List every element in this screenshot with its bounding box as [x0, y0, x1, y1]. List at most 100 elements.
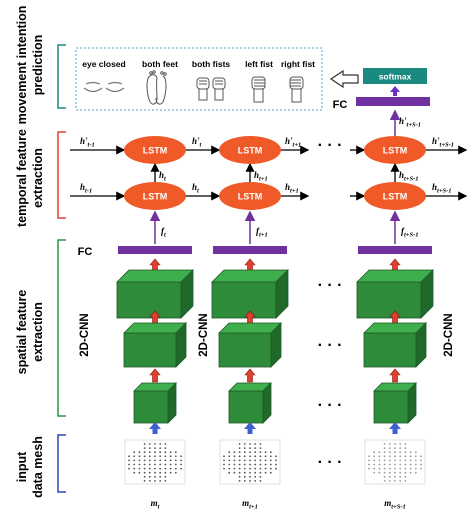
mesh-point: [383, 443, 386, 445]
label-h-up-1-sub: t+1: [259, 176, 268, 183]
mesh-point: [148, 463, 151, 466]
mesh-point: [409, 463, 412, 466]
mesh-point: [404, 463, 407, 466]
lstm-cell-bottom-0: LSTM: [124, 182, 186, 210]
left-fist-icon: [251, 76, 266, 103]
cnn-front: [116, 281, 182, 319]
label-out-h-0-base: h: [192, 182, 197, 192]
mesh-point: [388, 471, 391, 474]
mesh-point: [378, 451, 381, 454]
mesh-point: [383, 455, 386, 458]
mesh-point: [269, 455, 272, 458]
mesh-point: [378, 463, 381, 466]
mesh-point: [388, 459, 391, 462]
fc-label: FC: [78, 246, 93, 258]
mesh-point: [159, 463, 162, 466]
cnn-side: [275, 269, 289, 319]
cnn-block-medium-1: [218, 322, 282, 368]
mesh-point: [259, 455, 262, 458]
mesh-point: [383, 463, 386, 466]
label-out-h-prime-1-sub: t+1: [293, 142, 302, 149]
mesh-point: [249, 447, 251, 449]
mesh-point: [254, 475, 257, 478]
section-label-prediction: movement intention prediction: [15, 6, 45, 125]
mesh-point: [164, 475, 167, 478]
mesh-point: [264, 467, 267, 470]
prediction-label-line1: movement intention: [15, 6, 29, 125]
mesh-point: [269, 451, 272, 454]
mesh-point: [159, 480, 162, 482]
mesh-point: [383, 475, 386, 478]
fc-bar-1: [213, 246, 287, 254]
label-h-prime-up-2: h't+S-1: [399, 116, 421, 129]
mesh-point: [264, 459, 267, 462]
mesh-point: [243, 480, 246, 482]
bracket-prediction: [57, 44, 66, 109]
lstm-label: LSTM: [238, 192, 263, 202]
mesh-point: [138, 467, 141, 470]
label-f-1: ft+1: [256, 226, 268, 239]
mesh-point: [383, 451, 386, 454]
mesh-point: [259, 451, 262, 454]
mesh-point: [388, 475, 391, 478]
label-h-up-2-sub: t+S-1: [404, 176, 419, 183]
output-hollow-arrow: [329, 69, 359, 89]
label-f-0: ft: [161, 226, 166, 239]
label-out-h-prime-2-sub: t+S-1: [440, 142, 455, 149]
mesh-point: [414, 451, 417, 454]
fc-top-bar: [356, 97, 430, 106]
lstm-ellipse: [219, 136, 281, 164]
cnn-side: [270, 322, 282, 368]
cnn-front: [373, 390, 409, 424]
mesh-point: [174, 467, 177, 470]
cnn-top: [218, 322, 282, 334]
section-label-temporal: temporal feature extraction: [15, 129, 45, 227]
mesh-point: [259, 467, 262, 470]
mesh-point: [269, 467, 272, 470]
mesh-point: [394, 451, 396, 454]
temporal-label-line2: extraction: [31, 148, 45, 208]
label-h-up-0-base: h: [159, 170, 164, 180]
label-out-h-2: ht+S-1: [432, 182, 452, 195]
mesh-point: [404, 471, 407, 474]
mesh-point: [164, 455, 167, 458]
cnn-label-right: 2D-CNN: [443, 313, 455, 356]
label-h-up-1: ht+1: [254, 170, 268, 183]
mesh-point: [373, 463, 376, 466]
label-h-up-2-base: h: [399, 170, 404, 180]
lstm-ellipse: [364, 136, 426, 164]
mesh-point: [180, 463, 182, 466]
class-label-right-fist: right fist: [281, 59, 315, 69]
label-f-2-sub: t+S-1: [404, 232, 419, 239]
mesh-point: [254, 451, 257, 454]
label-f-1-sub: t+1: [259, 232, 268, 239]
red-arrow-fc-1: [244, 258, 256, 273]
mesh-point: [128, 455, 130, 458]
mesh-point: [249, 455, 251, 458]
mesh-point: [249, 480, 251, 482]
mesh-point: [143, 447, 146, 449]
mesh-point: [373, 459, 376, 462]
softmax-label: softmax: [379, 72, 412, 82]
mesh-point: [383, 471, 386, 474]
mesh-point: [420, 467, 422, 470]
lstm-cell-bottom-1: LSTM: [219, 182, 281, 210]
mesh-point: [228, 463, 231, 466]
mesh-point: [164, 451, 167, 454]
mesh-point: [264, 463, 267, 466]
cnn-front: [211, 281, 277, 319]
mesh-point: [388, 463, 391, 466]
mesh-point: [409, 471, 412, 474]
label-out-h-prime-1: h't+1: [285, 136, 301, 149]
label-out-h-1-sub: t+1: [290, 188, 299, 195]
mesh-point: [159, 443, 162, 445]
label-out-h-prime-0-base: h': [192, 136, 200, 146]
label-out-h-prime-0-sub: t: [200, 142, 202, 149]
mesh-point: [394, 471, 396, 474]
bracket-temporal: [57, 131, 66, 219]
mesh-point: [373, 471, 376, 474]
mesh-point: [243, 443, 246, 445]
mesh-point: [133, 459, 136, 462]
cnn-front: [123, 332, 177, 368]
section-label-spatial: spatial feature extraction: [15, 290, 45, 375]
